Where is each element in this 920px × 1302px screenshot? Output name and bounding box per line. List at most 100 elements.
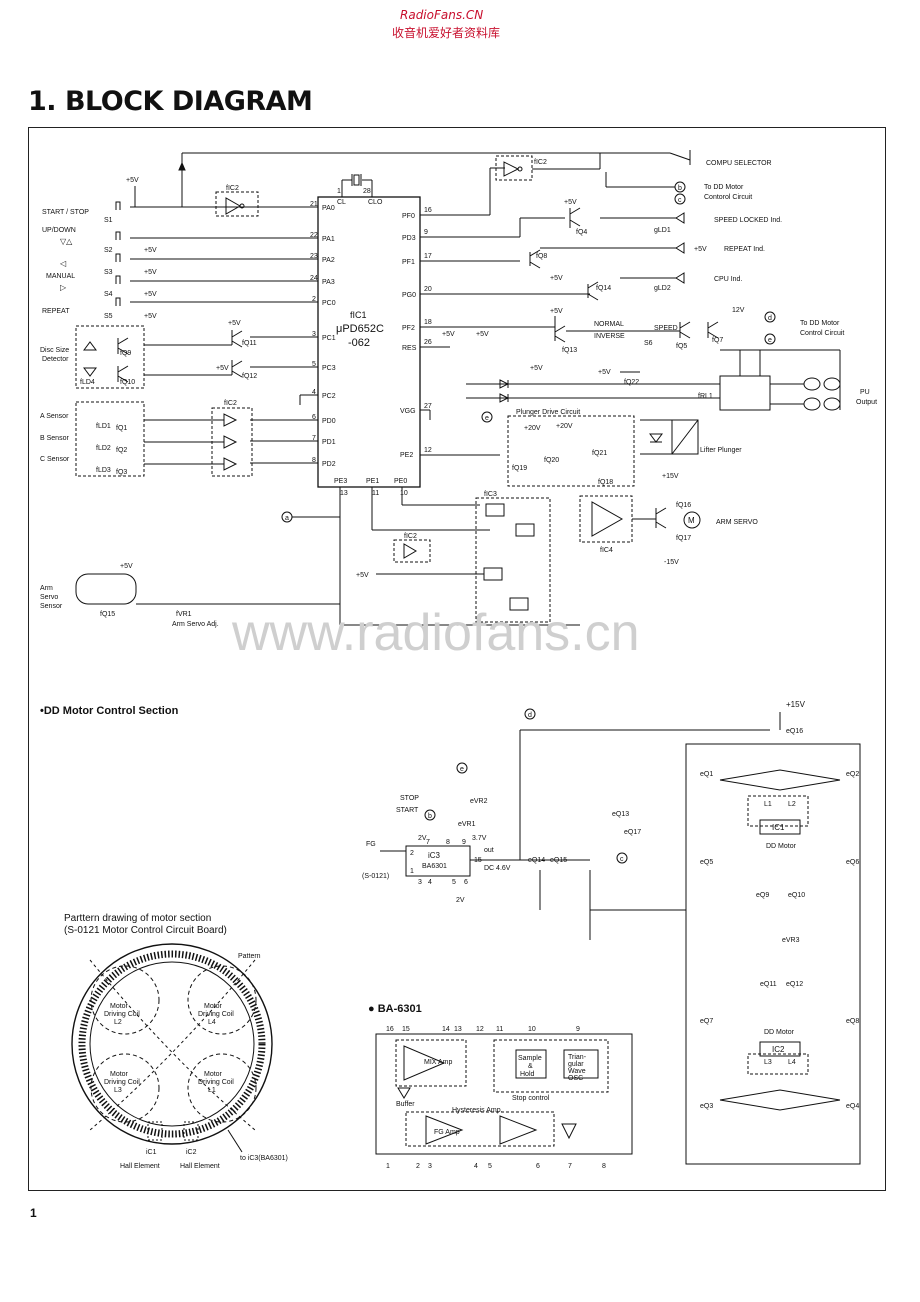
svg-text:eQ6: eQ6 (846, 859, 859, 866)
svg-text:Control Circuit: Control Circuit (800, 330, 844, 337)
svg-text:Arm: Arm (40, 585, 53, 592)
svg-text:17: 17 (424, 253, 432, 260)
arm-servo-sensor: Arm Servo Sensor +5V fQ15 fVR1 Arm Servo… (40, 563, 340, 628)
svg-text:e: e (485, 415, 489, 422)
svg-text:10: 10 (400, 490, 408, 497)
svg-text:B Sensor: B Sensor (40, 435, 69, 442)
svg-text:eQ11: eQ11 (760, 981, 777, 988)
svg-text:gLD1: gLD1 (654, 227, 671, 234)
svg-text:9: 9 (424, 229, 428, 236)
svg-text:Trian-: Trian- (568, 1054, 587, 1061)
diagram-frame (28, 127, 886, 1191)
svg-text:L4: L4 (208, 1019, 216, 1026)
ic1-suffix: -062 (348, 337, 370, 349)
svg-text:d: d (528, 712, 532, 719)
svg-text:2: 2 (410, 850, 414, 857)
svg-text:INVERSE: INVERSE (594, 333, 625, 340)
svg-text:Hall Element: Hall Element (120, 1163, 160, 1170)
svg-text:7: 7 (426, 839, 430, 846)
svg-text:PE3: PE3 (334, 478, 347, 485)
svg-text:MANUAL: MANUAL (46, 273, 75, 280)
compu-selector-label: COMPU SELECTOR (706, 160, 772, 167)
svg-text:d: d (768, 315, 772, 322)
svg-text:Stop control: Stop control (512, 1095, 550, 1102)
svg-text:eVR2: eVR2 (470, 798, 488, 805)
svg-text:FG: FG (366, 841, 376, 848)
svg-text:SPEED LOCKED Ind.: SPEED LOCKED Ind. (714, 217, 782, 224)
svg-text:+5V: +5V (694, 246, 707, 253)
svg-text:4: 4 (474, 1163, 478, 1170)
svg-text:12: 12 (476, 1026, 484, 1033)
svg-text:gular: gular (568, 1061, 584, 1068)
svg-text:13: 13 (454, 1026, 462, 1033)
ba6301-title: ● BA-6301 (368, 1003, 422, 1015)
svg-text:+5V: +5V (228, 320, 241, 327)
svg-text:+5V: +5V (356, 572, 369, 579)
svg-text:+5V: +5V (144, 269, 157, 276)
svg-text:fLD1: fLD1 (96, 423, 111, 430)
svg-text:PD2: PD2 (322, 461, 336, 468)
svg-text:DD Motor: DD Motor (764, 1029, 795, 1036)
svg-text:RES: RES (402, 345, 417, 352)
svg-text:1: 1 (410, 868, 414, 875)
svg-text:fIC2: fIC2 (534, 159, 547, 166)
svg-text:fQ10: fQ10 (120, 379, 135, 386)
svg-text:+15V: +15V (786, 700, 806, 709)
svg-text:DD Motor: DD Motor (766, 843, 797, 850)
ic1-ref: fIC1 (350, 310, 367, 320)
svg-text:2: 2 (312, 296, 316, 303)
page-title: 1. BLOCK DIAGRAM (28, 86, 313, 117)
svg-text:Servo: Servo (40, 594, 58, 601)
svg-text:PF0: PF0 (402, 213, 415, 220)
svg-text:&: & (528, 1063, 533, 1070)
svg-text:3: 3 (418, 879, 422, 886)
svg-text:C Sensor: C Sensor (40, 456, 70, 463)
svg-text:PC3: PC3 (322, 365, 336, 372)
svg-text:eQ13: eQ13 (612, 811, 629, 818)
svg-text:+20V: +20V (556, 423, 573, 430)
svg-text:PE1: PE1 (366, 478, 379, 485)
svg-text:▽△: ▽△ (60, 237, 73, 246)
svg-text:16: 16 (386, 1026, 394, 1033)
svg-text:M: M (688, 516, 695, 525)
dd-motor-section: •DD Motor Control Section +15V eQ16 d eQ… (40, 700, 861, 1165)
svg-text:Driving Coil: Driving Coil (104, 1011, 140, 1018)
svg-text:NORMAL: NORMAL (594, 321, 624, 328)
svg-text:fIC3: fIC3 (484, 491, 497, 498)
svg-text:11: 11 (372, 490, 379, 497)
svg-text:REPEAT Ind.: REPEAT Ind. (724, 246, 765, 253)
svg-text:fQ8: fQ8 (536, 253, 547, 260)
svg-text:PC1: PC1 (322, 335, 336, 342)
svg-text:fIC2: fIC2 (224, 400, 237, 407)
svg-text:Wave: Wave (568, 1068, 586, 1075)
svg-text:fQ16: fQ16 (676, 502, 691, 509)
svg-text:PF2: PF2 (402, 325, 415, 332)
svg-text:DC 4.6V: DC 4.6V (484, 865, 511, 872)
svg-text:L4: L4 (788, 1059, 796, 1066)
svg-text:Arm Servo Adj.: Arm Servo Adj. (172, 621, 219, 628)
dd-section-title: •DD Motor Control Section (40, 705, 179, 717)
svg-text:PE2: PE2 (400, 452, 413, 459)
relay-pu: fRL1 PU Output (698, 349, 877, 411)
svg-text:+5V: +5V (144, 247, 157, 254)
svg-text:+5V: +5V (598, 369, 611, 376)
svg-text:L3: L3 (764, 1059, 772, 1066)
svg-text:+5V: +5V (530, 365, 543, 372)
svg-text:To DD Motor: To DD Motor (800, 320, 840, 327)
svg-text:Disc Size: Disc Size (40, 347, 69, 354)
svg-text:18: 18 (424, 319, 432, 326)
svg-text:CPU Ind.: CPU Ind. (714, 276, 742, 283)
svg-text:Driving Coil: Driving Coil (198, 1079, 234, 1086)
svg-text:(S-0121 Motor Control Circuit: (S-0121 Motor Control Circuit Board) (64, 925, 227, 936)
start-stop-label: START / STOP (42, 209, 89, 216)
svg-text:PU: PU (860, 389, 870, 396)
svg-text:+5V: +5V (120, 563, 133, 570)
svg-text:CL: CL (337, 199, 346, 206)
disc-size-detector: Disc Size Detector fLD4 fQ9 fQ10 +5V +5V… (40, 320, 257, 389)
svg-text:28: 28 (363, 188, 371, 195)
svg-text:iC3: iC3 (428, 851, 441, 860)
svg-text:8: 8 (602, 1163, 606, 1170)
svg-text:iC1: iC1 (146, 1149, 157, 1156)
svg-text:3.7V: 3.7V (472, 835, 487, 842)
watermark: www.radiofans.cn (232, 604, 640, 662)
